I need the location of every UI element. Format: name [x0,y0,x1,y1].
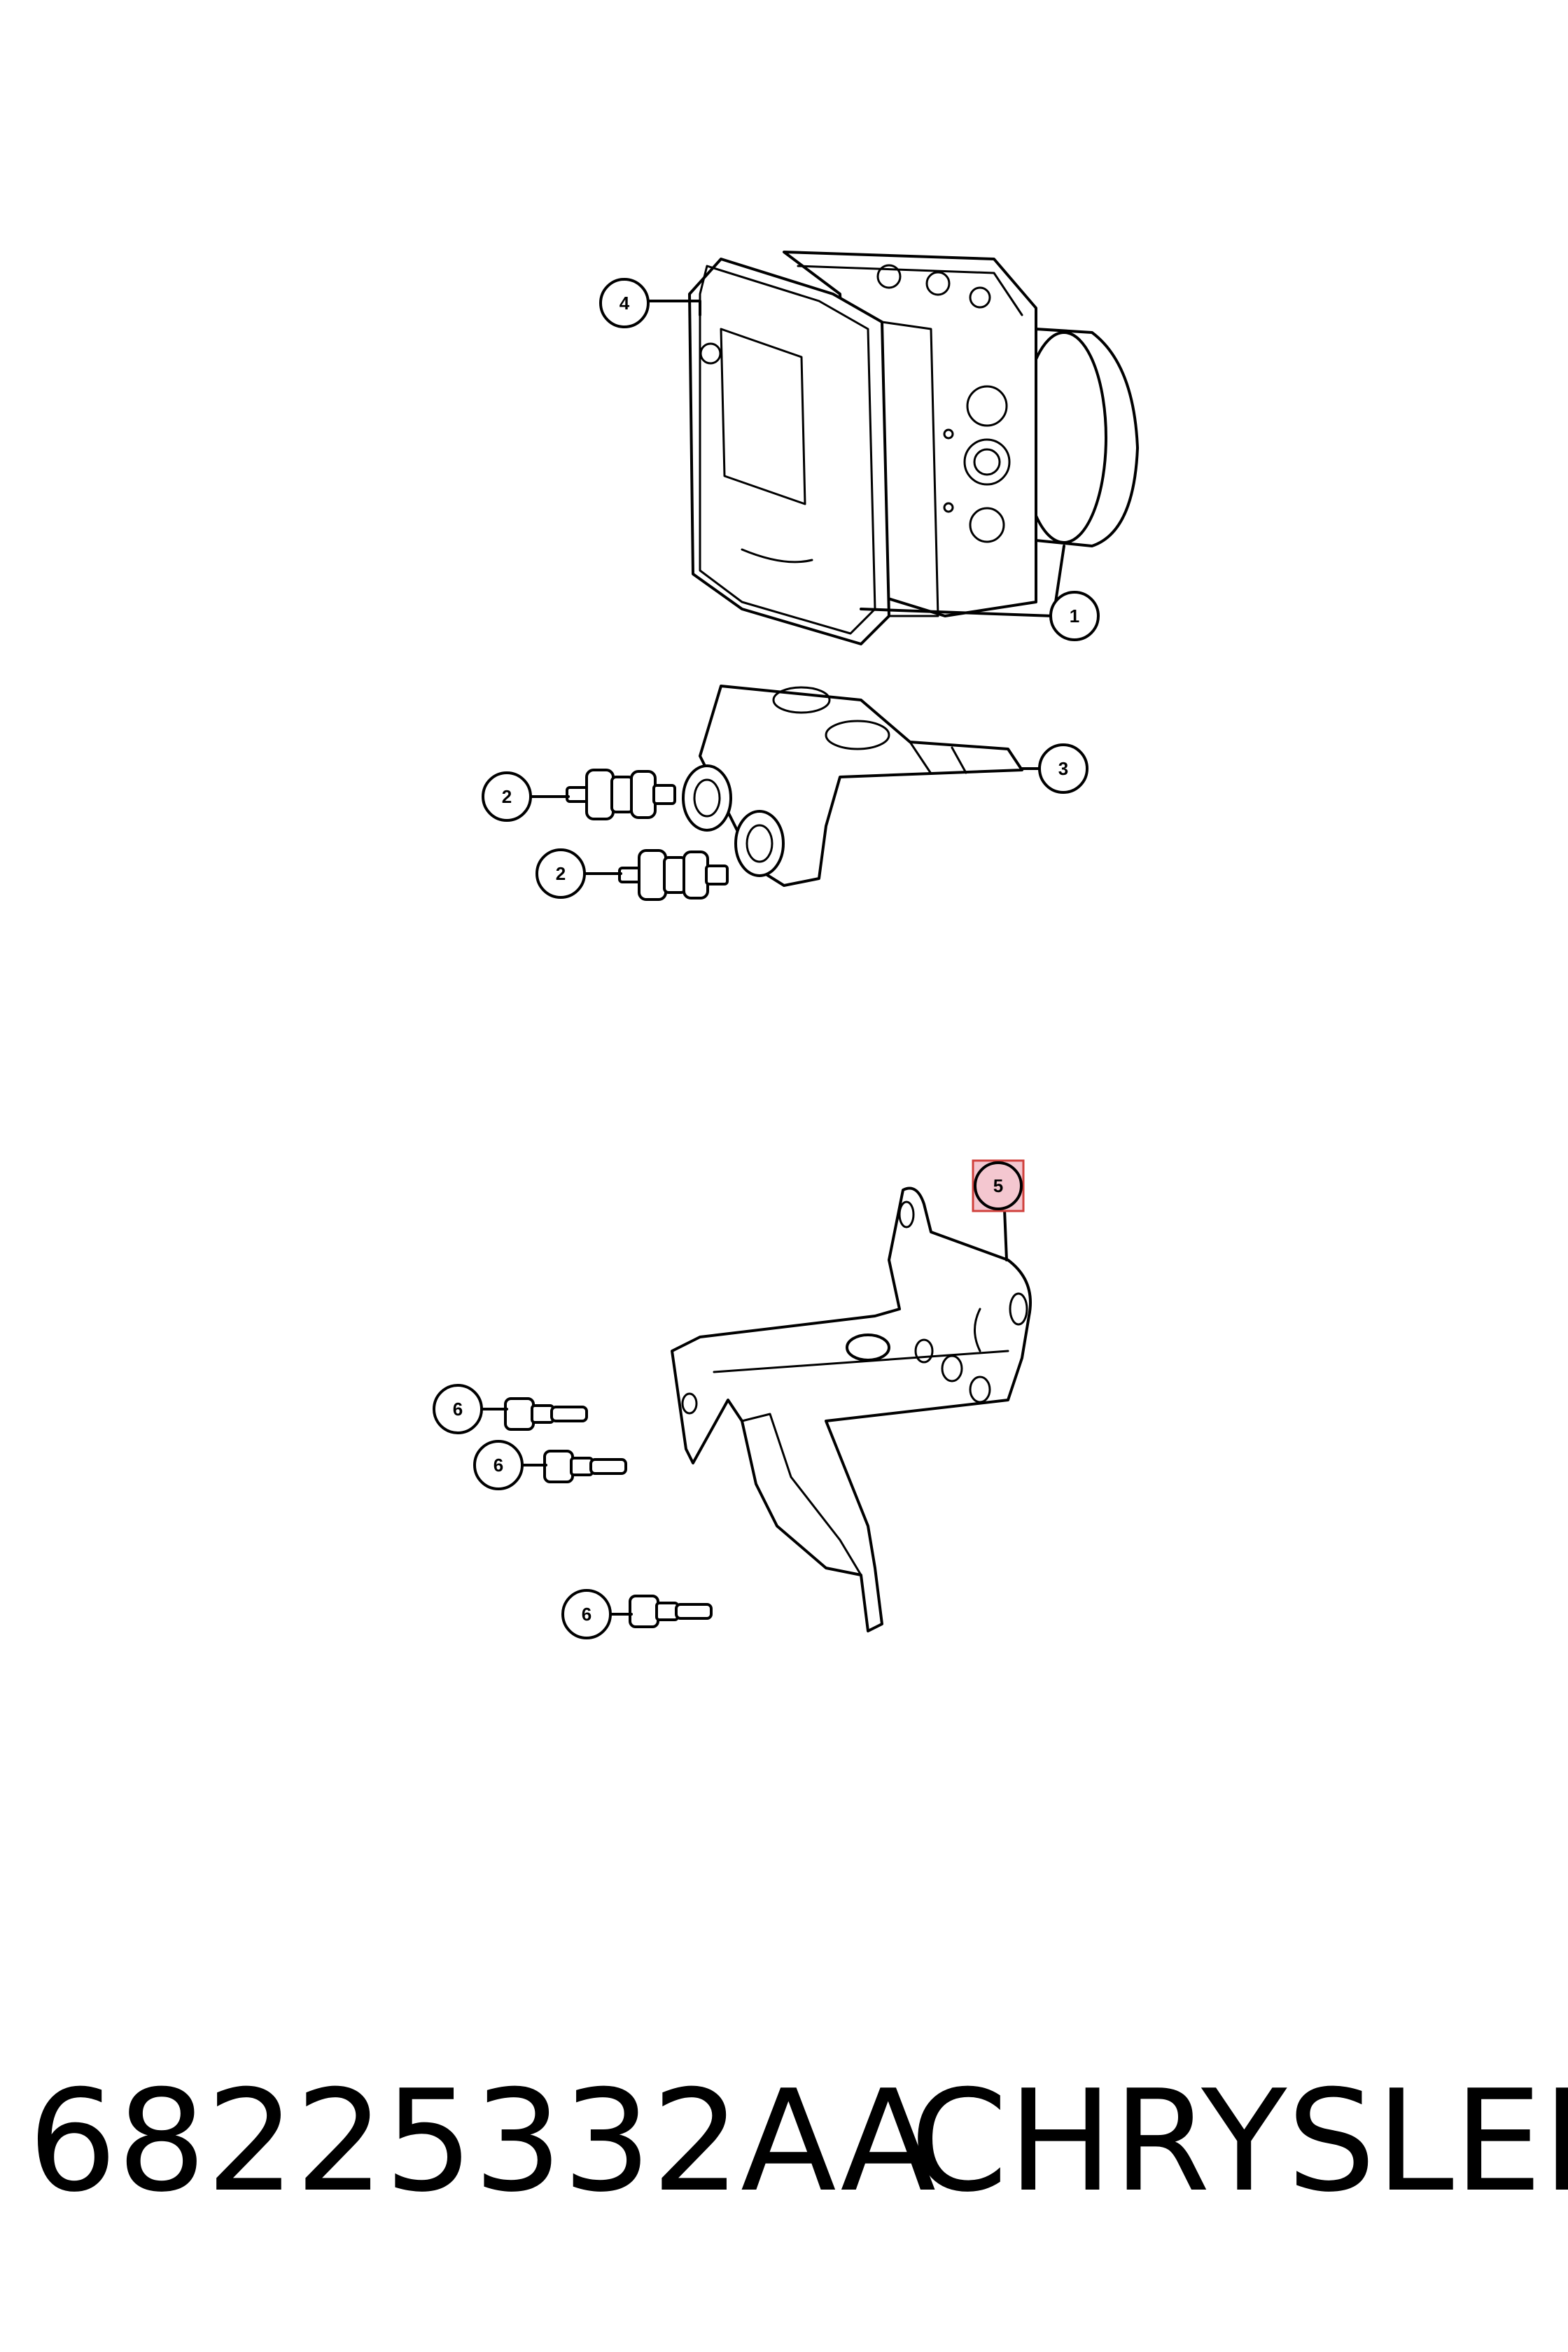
callout-6a-label: 6 [453,1399,463,1420]
callout-6c: 6 [561,1589,612,1639]
callout-6b: 6 [473,1440,524,1490]
callout-6c-label: 6 [582,1604,592,1625]
callout-2a-label: 2 [502,786,512,807]
leader-5 [996,1208,1008,1261]
callout-1-label: 1 [1070,606,1079,626]
upper-bracket [682,685,1023,887]
callout-2b: 2 [536,848,586,899]
brand-name: CHRYSLER [910,2060,1568,2223]
callout-5-label: 5 [993,1175,1003,1196]
callout-6b-label: 6 [493,1455,503,1476]
grommet-upper [566,769,676,820]
callout-4-label: 4 [620,293,630,314]
callout-3: 3 [1038,743,1088,794]
grommet-lower [618,849,729,901]
callout-2a: 2 [482,771,532,822]
leader-4 [647,300,701,316]
callout-3-label: 3 [1058,758,1068,779]
abs-module [688,251,1139,645]
bolt-3 [629,1595,713,1628]
part-number: 68225332AA [28,2060,937,2223]
lower-bracket [671,1186,1032,1632]
callout-4: 4 [599,278,650,328]
bolt-1 [504,1397,588,1431]
bolt-2 [543,1450,627,1483]
callout-1: 1 [1049,591,1100,641]
callout-2b-label: 2 [556,863,566,884]
callout-6a: 6 [433,1384,483,1434]
callout-5-highlighted: 5 [972,1159,1025,1212]
